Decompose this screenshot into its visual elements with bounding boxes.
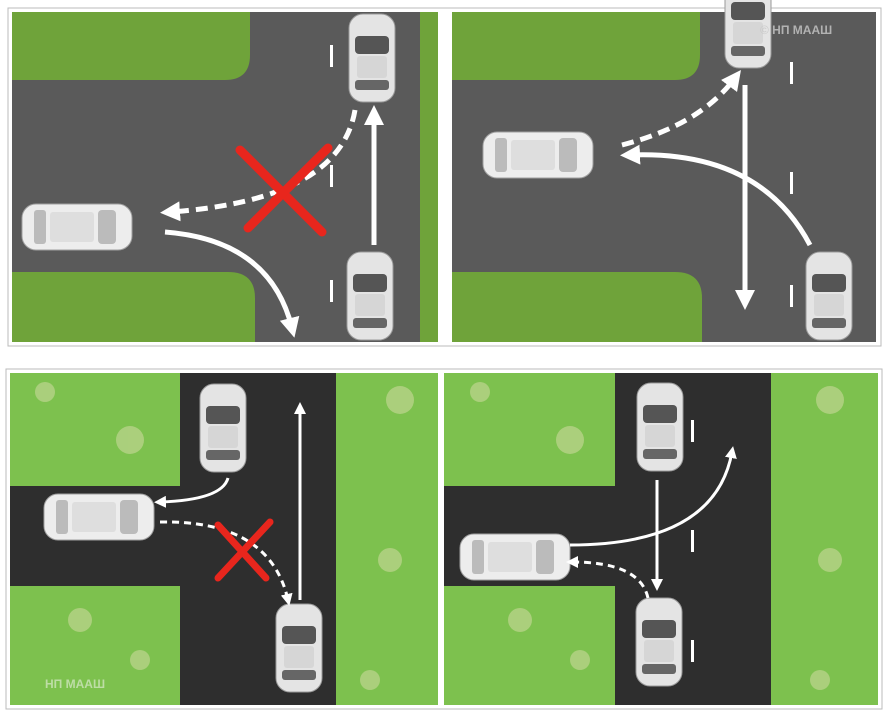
- panel-top-right: © НП МААШ: [452, 0, 876, 342]
- car-bottom: [275, 603, 323, 693]
- car-top: [636, 382, 684, 472]
- grass-patches: [35, 382, 414, 690]
- car-left: [459, 533, 571, 581]
- divider: [438, 373, 444, 705]
- car-left: [21, 203, 133, 251]
- car-bottom: [805, 251, 853, 341]
- car-top: [348, 13, 396, 103]
- divider: [438, 12, 452, 342]
- car-left: [43, 493, 155, 541]
- arrow-right-turn: [569, 446, 737, 547]
- car-bottom: [635, 597, 683, 687]
- grass-top-left: [452, 12, 700, 80]
- watermark-bottom: НП МААШ: [45, 677, 105, 691]
- panel-top-left: [12, 12, 438, 342]
- panel-bottom-left: НП МААШ: [10, 373, 438, 705]
- car-bottom: [346, 251, 394, 341]
- arrow-right-turn: [154, 477, 230, 508]
- grass-bottom-left: [12, 272, 255, 342]
- grass-right-strip: [420, 12, 438, 342]
- arrow-left-turn-dashed: [159, 520, 293, 606]
- arrow-left-turn-dashed: [160, 109, 358, 222]
- lane-markings: [691, 420, 694, 662]
- arrow-left-turn: [620, 144, 813, 247]
- grass-bottom-left: [452, 272, 702, 342]
- arrow-left-turn-dashed: [566, 556, 650, 599]
- grass-top-left: [12, 12, 250, 80]
- panel-bottom-right: [444, 373, 878, 705]
- forbidden-cross-icon: [214, 518, 274, 582]
- car-left: [482, 131, 594, 179]
- grass-patches: [470, 382, 844, 690]
- lane-markings: [330, 45, 333, 302]
- car-top: [199, 383, 247, 473]
- forbidden-cross-icon: [235, 143, 333, 237]
- lane-markings: [790, 62, 793, 307]
- arrow-left-turn-dashed: [621, 69, 741, 148]
- arrow-right-turn: [164, 229, 300, 338]
- watermark-top: © НП МААШ: [760, 23, 832, 37]
